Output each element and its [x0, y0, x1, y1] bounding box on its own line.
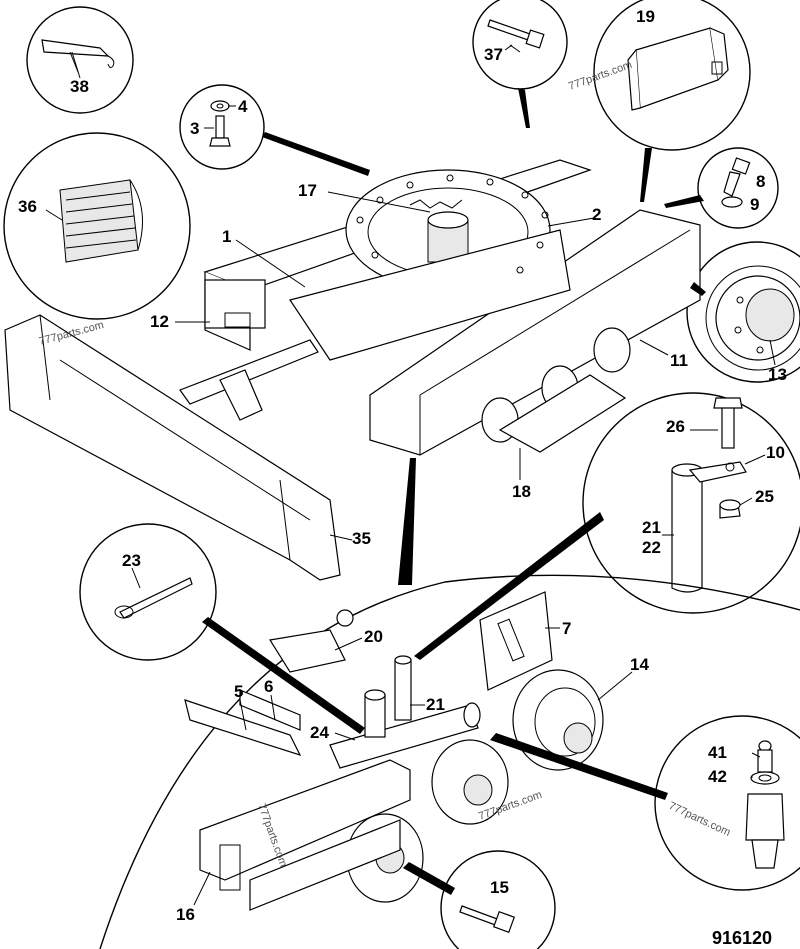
detail-circle-bolt-15: [440, 850, 556, 949]
callout-14: 14: [630, 655, 649, 674]
callout-25: 25: [755, 487, 774, 506]
callout-41: 41: [708, 743, 727, 762]
callout-22: 22: [642, 538, 661, 557]
callout-21-bottom: 21: [426, 695, 445, 714]
detail-circle-grease-nipple: [654, 715, 800, 891]
callout-38: 38: [70, 77, 89, 96]
zoom-detail-roller-frame: [99, 574, 800, 949]
undercarriage-assembly: [4, 159, 701, 581]
callout-26: 26: [666, 417, 685, 436]
callout-23: 23: [122, 551, 141, 570]
callout-37: 37: [484, 45, 503, 64]
watermark-1: 777parts.com: [567, 59, 634, 93]
callout-17: 17: [298, 181, 317, 200]
detail-circle-sprocket: [686, 241, 800, 383]
detail-circle-cover: [593, 0, 751, 151]
callout-9: 9: [750, 195, 759, 214]
callout-labels: 38 37 4 3 19 8 9 36 17 2 1 12 11 13 18 2…: [18, 7, 787, 924]
callout-21-top: 21: [642, 518, 661, 537]
callout-1: 1: [222, 227, 231, 246]
detail-circle-split-pin: [79, 523, 217, 661]
callout-12: 12: [150, 312, 169, 331]
figure-number: 916120: [712, 928, 772, 948]
callout-3: 3: [190, 119, 199, 138]
callout-15: 15: [490, 878, 509, 897]
callout-10: 10: [766, 443, 785, 462]
callout-8: 8: [756, 172, 765, 191]
callout-36: 36: [18, 197, 37, 216]
callout-16: 16: [176, 905, 195, 924]
watermark-4: 777parts.com: [667, 800, 732, 839]
callout-4: 4: [238, 97, 248, 116]
detail-circle-pin: [582, 392, 800, 614]
detail-circle-track: [3, 132, 191, 320]
callout-11: 11: [670, 351, 688, 370]
callout-7: 7: [562, 619, 571, 638]
callout-42: 42: [708, 767, 727, 786]
detail-circle-bolt-washer: [179, 84, 265, 170]
detail-circle-sealant: [26, 6, 134, 114]
callout-24: 24: [310, 723, 329, 742]
callout-2: 2: [592, 205, 601, 224]
detail-circle-bolt-8: [697, 147, 779, 229]
callout-19: 19: [636, 7, 655, 26]
callout-20: 20: [364, 627, 383, 646]
callout-6: 6: [264, 677, 273, 696]
callout-18: 18: [512, 482, 531, 501]
callout-5: 5: [234, 682, 243, 701]
callout-13: 13: [768, 365, 787, 384]
callout-35: 35: [352, 529, 371, 548]
leader-lines: [45, 44, 776, 906]
